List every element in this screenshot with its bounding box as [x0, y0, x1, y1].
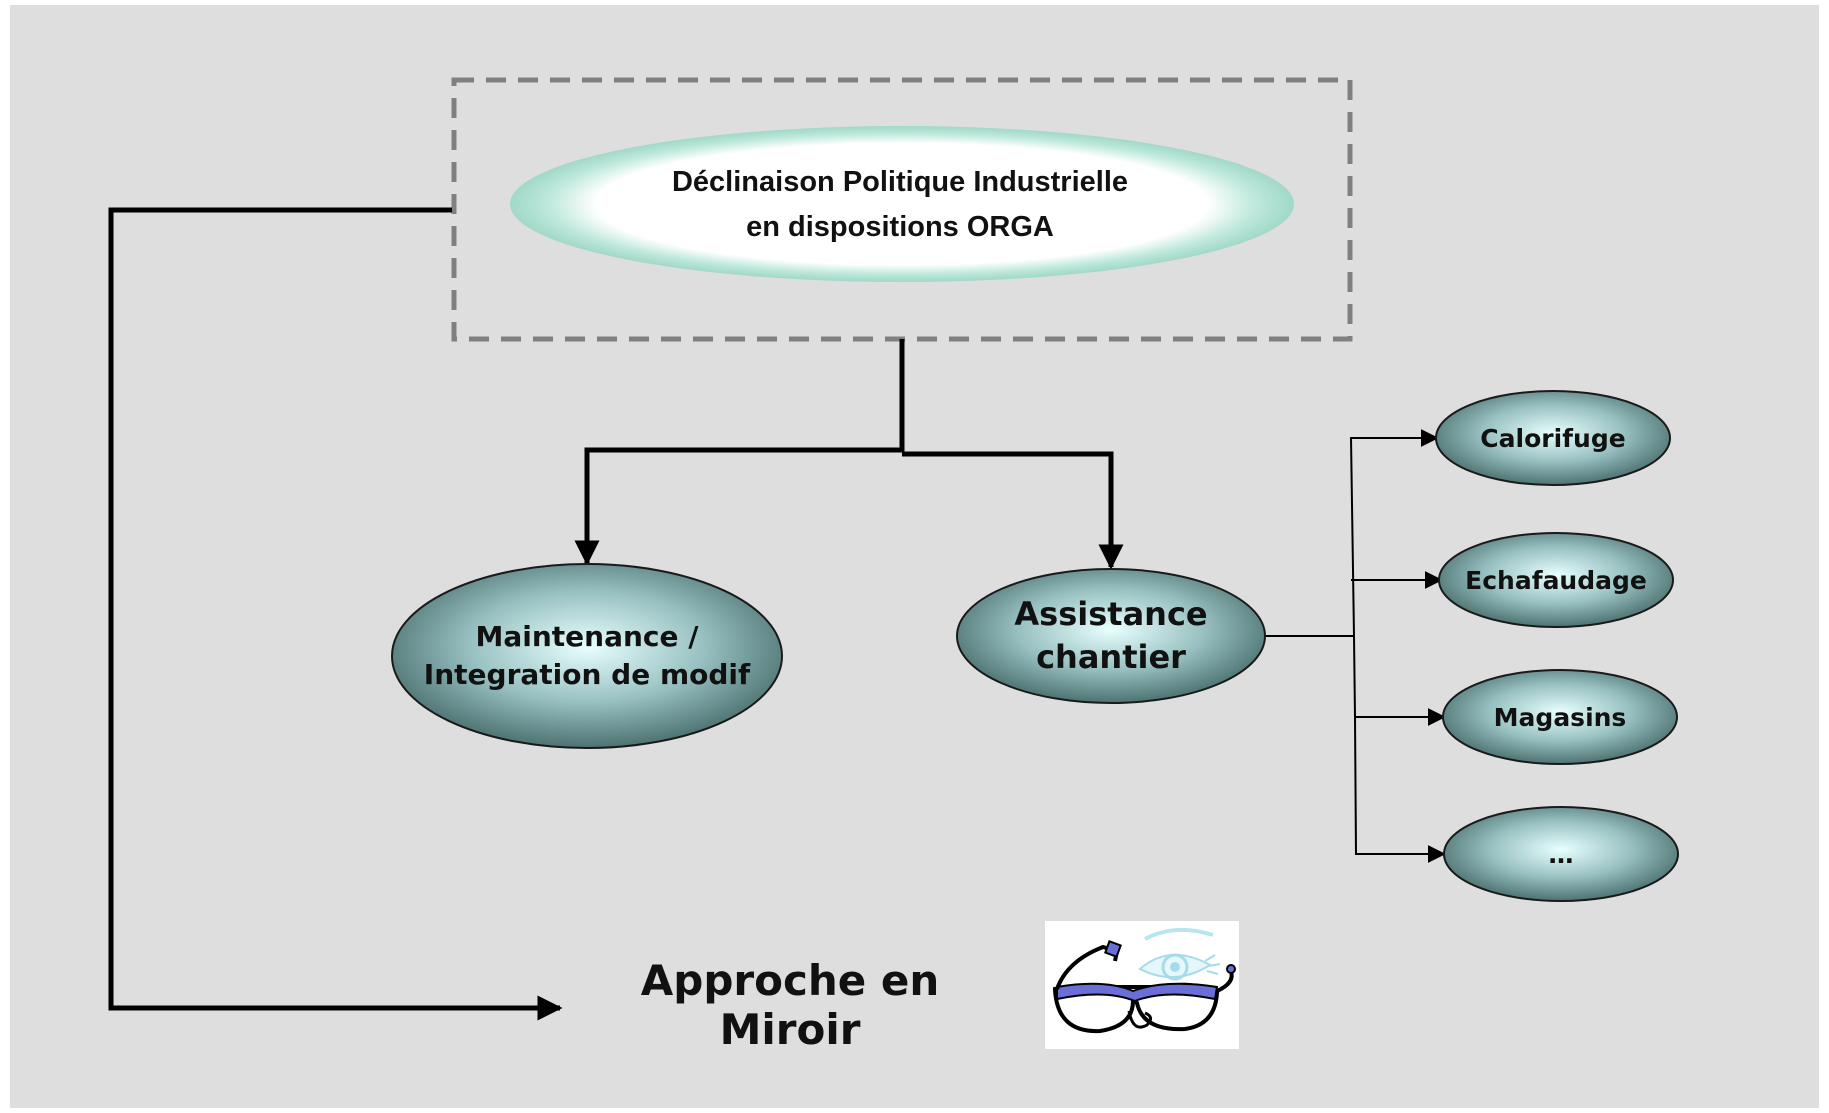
sub-magasins-connector — [1353, 635, 1446, 726]
root-label-line2: en dispositions ORGA — [746, 211, 1054, 243]
mirror-approach-label: Approche en Miroir — [640, 956, 940, 1054]
ellipsis-label: … — [1548, 839, 1574, 869]
root-node — [510, 126, 1294, 282]
ellipsis-node — [1443, 806, 1679, 902]
assistance-node — [956, 568, 1266, 704]
sub-ellipsis-connector — [1354, 716, 1446, 863]
echafaudage-label: Echafaudage — [1465, 565, 1647, 595]
sub-calorifuge-connector — [1349, 429, 1439, 637]
maintenance-label-line1: Maintenance / — [475, 620, 699, 654]
maintenance-label-line2: Integration de modif — [423, 658, 751, 691]
mirror-connector — [108, 207, 563, 1021]
root-label: Déclinaison Politique Industrielle en di… — [540, 155, 1260, 255]
assistance-label: Assistance chantier — [976, 586, 1246, 686]
maintenance-node — [391, 563, 783, 749]
assistance-label-line2: chantier — [1036, 638, 1186, 676]
maintenance-connector — [574, 447, 902, 566]
magasins-node — [1442, 669, 1678, 765]
glasses-eye-icon — [1045, 921, 1239, 1049]
magasins-label: Magasins — [1493, 702, 1627, 732]
root-label-line1: Déclinaison Politique Industrielle — [671, 166, 1129, 199]
calorifuge-node — [1435, 390, 1671, 486]
assistance-connector — [902, 451, 1124, 570]
maintenance-label: Maintenance / Integration de modif — [412, 606, 762, 706]
calorifuge-label: Calorifuge — [1480, 423, 1626, 453]
assistance-label-line1: Assistance — [1014, 594, 1208, 633]
echafaudage-node — [1438, 532, 1674, 628]
